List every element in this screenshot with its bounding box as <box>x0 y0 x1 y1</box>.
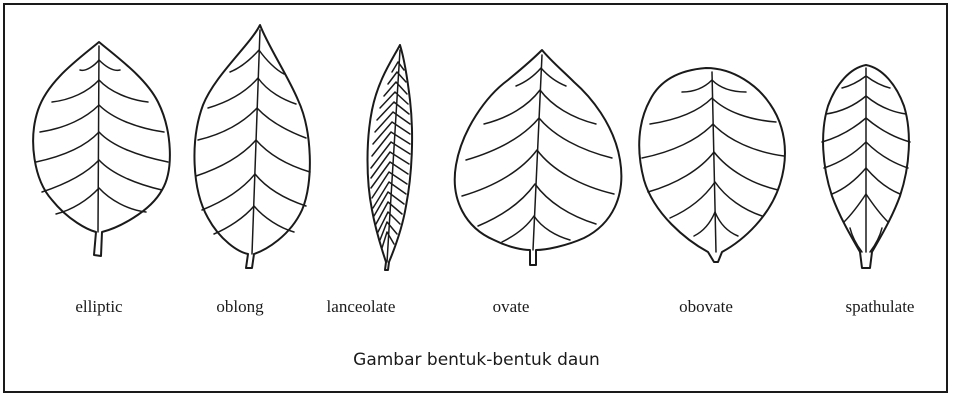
spathulate-leaf <box>822 65 910 268</box>
lanceolate-leaf <box>368 45 413 270</box>
label-ovate: ovate <box>493 297 530 317</box>
label-oblong: oblong <box>216 297 263 317</box>
oblong-leaf <box>194 25 310 268</box>
label-lanceolate: lanceolate <box>327 297 396 317</box>
obovate-leaf <box>639 68 785 262</box>
label-elliptic: elliptic <box>75 297 122 317</box>
elliptic-leaf <box>33 42 170 256</box>
label-spathulate: spathulate <box>846 297 915 317</box>
ovate-leaf <box>455 50 622 265</box>
figure-caption: Gambar bentuk-bentuk daun <box>0 350 953 370</box>
label-obovate: obovate <box>679 297 733 317</box>
